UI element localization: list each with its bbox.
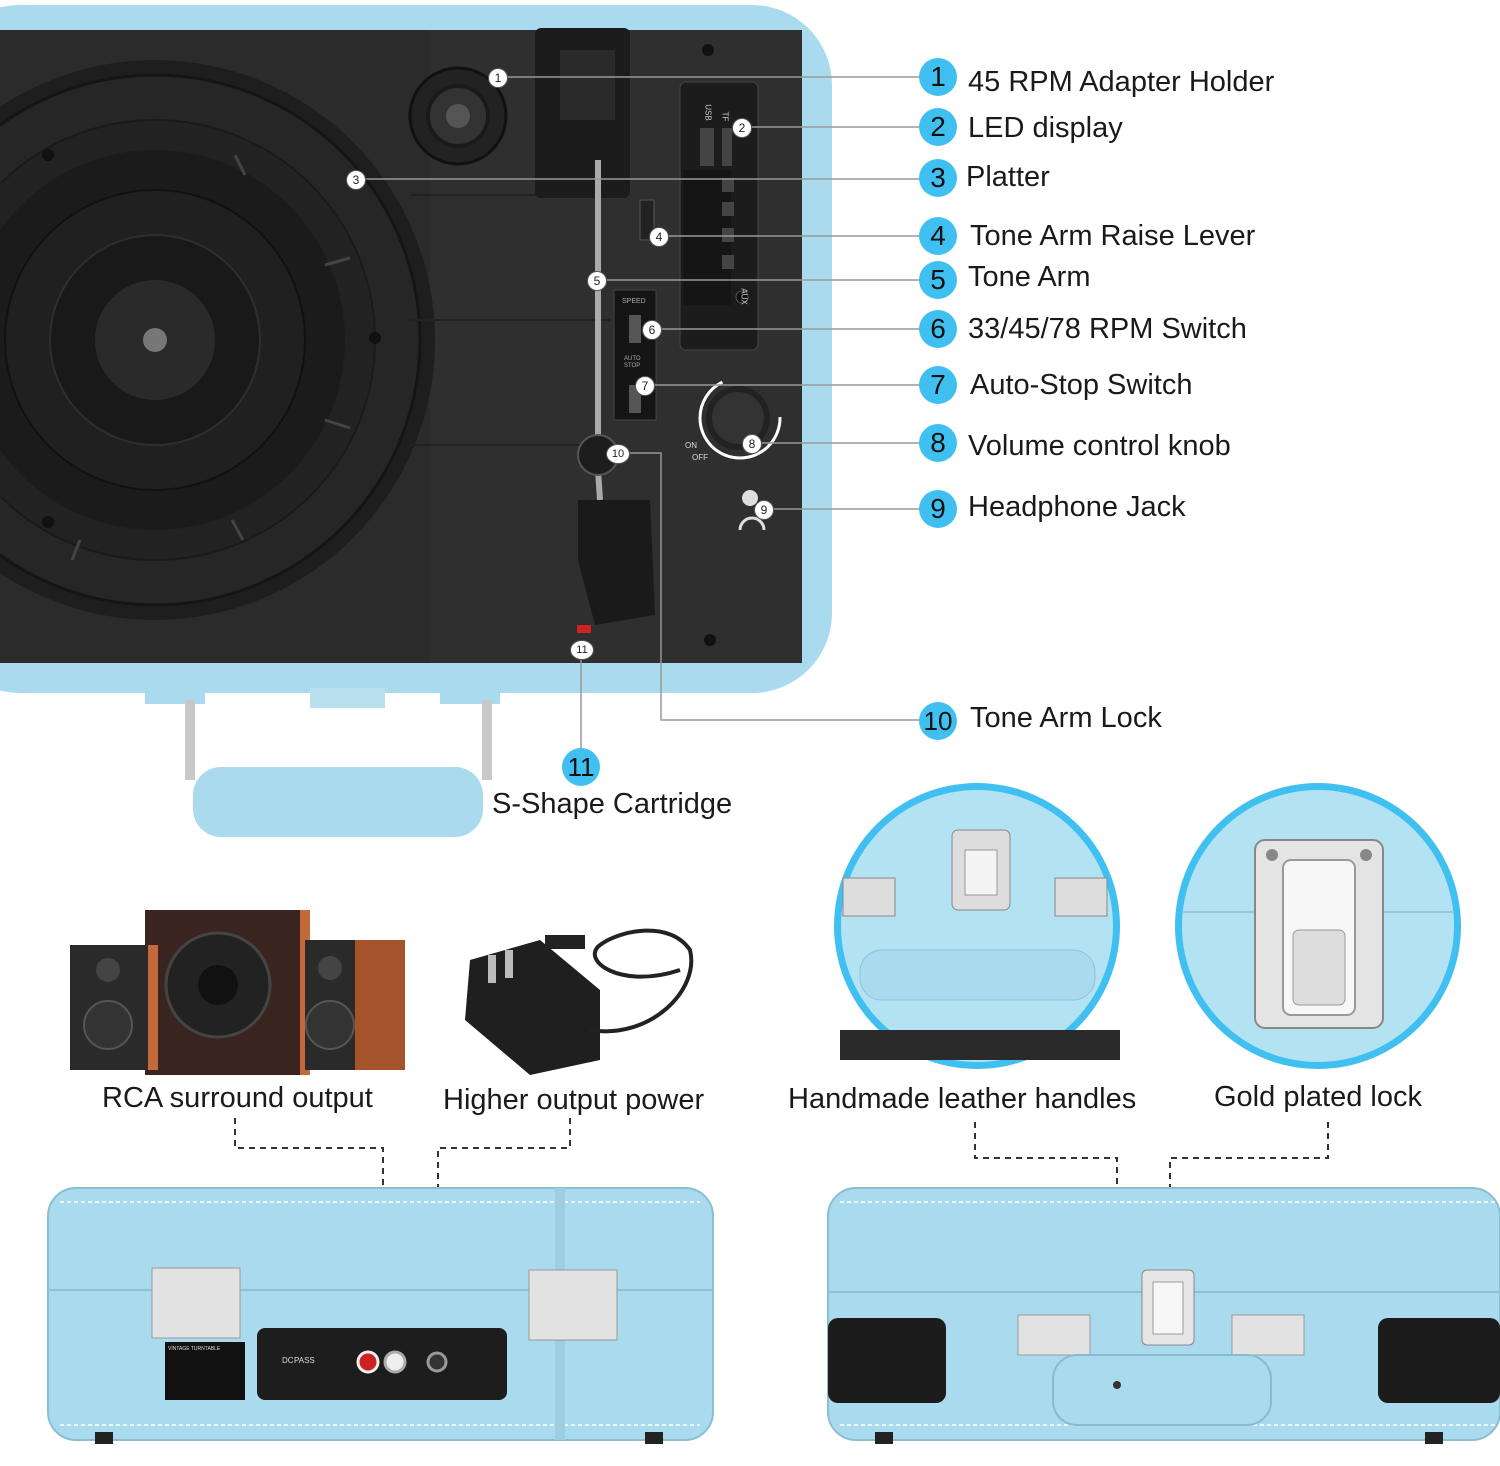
callout-label-8: Volume control knob [968,430,1231,462]
usb-label: USB [703,104,713,121]
callout-badge-1: 1 [919,58,957,96]
marker-8: 8 [742,434,762,454]
marker-10: 10 [606,444,630,464]
callout-label-1: 45 RPM Adapter Holder [968,66,1275,98]
dc-label: DC [282,1356,294,1365]
caption-handles: Handmade leather handles [788,1083,1137,1115]
callout-badge-8: 8 [919,424,957,462]
leather-handle [193,767,483,837]
callout-badge-4: 4 [919,217,957,255]
marker-1: 1 [488,68,508,88]
handle-bracket-left [185,700,195,780]
tf-label: TF [720,111,730,122]
callout-badge-7: 7 [919,366,957,404]
callout-label-10: Tone Arm Lock [970,702,1162,734]
caption-lock: Gold plated lock [1214,1081,1422,1113]
rca-red [356,1350,380,1374]
callout-label-7: Auto-Stop Switch [970,369,1193,401]
off-label: OFF [692,453,708,462]
cartridge [578,500,655,625]
rating-title: VINTAGE TURNTABLE [168,1346,221,1352]
callout-badge-9: 9 [919,490,957,528]
callout-badge-10: 10 [919,702,957,740]
front-handle [1052,1354,1272,1426]
dc-jack [426,1351,448,1373]
callout-label-11: S-Shape Cartridge [492,788,733,820]
callout-label-3: Platter [966,161,1050,193]
aux-label: AUX [739,288,749,305]
speed-label: SPEED [622,298,646,305]
on-label: ON [685,441,697,450]
marker-5: 5 [587,271,607,291]
rear-panel [257,1328,507,1400]
marker-2: 2 [732,118,752,138]
caption-power: Higher output power [443,1084,705,1116]
marker-11: 11 [570,640,594,660]
headphone-jack [742,490,758,506]
hinge-left [151,1267,241,1339]
callout-badge-2: 2 [919,108,957,146]
rating-label [165,1342,245,1400]
callout-badge-5: 5 [919,261,957,299]
marker-6: 6 [642,320,662,340]
caption-rca: RCA surround output [102,1082,373,1114]
speaker-grille-left [828,1318,946,1403]
marker-3: 3 [346,170,366,190]
callout-label-9: Headphone Jack [968,491,1186,523]
callout-badge-3: 3 [919,159,957,197]
marker-7: 7 [635,376,655,396]
pass-label: PASS [294,1356,315,1365]
auto-stop-label: AUTO STOP [624,356,641,369]
callout-badge-6: 6 [919,310,957,348]
marker-9: 9 [754,500,774,520]
callout-label-2: LED display [968,112,1123,144]
callout-badge-11: 11 [562,748,600,786]
marker-4: 4 [649,227,669,247]
power-adapter [465,940,600,1075]
handle-bracket-right [482,700,492,780]
hinge-right [528,1269,618,1341]
callout-label-6: 33/45/78 RPM Switch [968,313,1247,345]
callout-label-5: Tone Arm [968,261,1091,293]
callout-label-4: Tone Arm Raise Lever [970,220,1256,252]
rca-white [383,1350,407,1374]
speaker-grille-right [1378,1318,1500,1403]
